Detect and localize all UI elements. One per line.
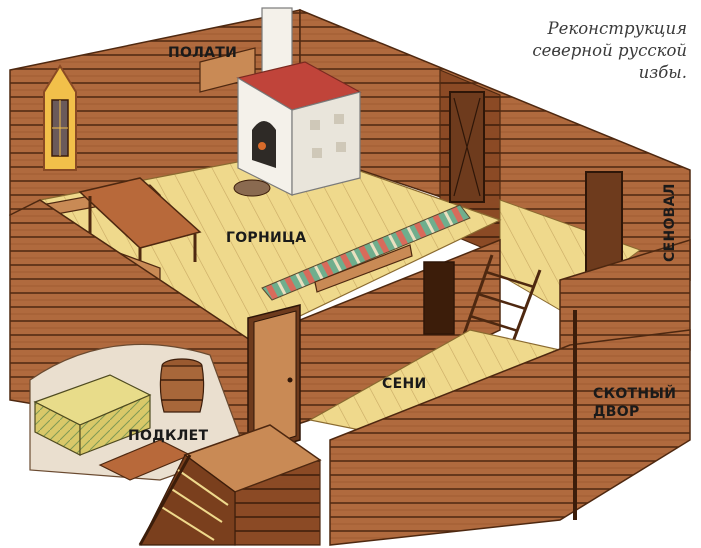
- label-skotny-dvor: СКОТНЫЙ ДВОР: [593, 385, 676, 421]
- striped-rug: [261, 204, 471, 301]
- bench: [314, 244, 413, 293]
- skotny-dvor-wall: [329, 329, 691, 546]
- inner-door: [423, 261, 455, 335]
- caption-line-3: избы.: [638, 63, 687, 82]
- label-skotny-line-1: СКОТНЫЙ: [593, 386, 677, 402]
- label-skotny-line-2: ДВОР: [593, 404, 640, 420]
- carved-window: [43, 64, 77, 171]
- label-gornitsa: ГОРНИЦА: [226, 230, 307, 246]
- barrel: [159, 358, 205, 413]
- caption-line-1: Реконструкция: [547, 19, 687, 38]
- russian-stove: [236, 7, 362, 196]
- firewood-basket: [233, 179, 271, 197]
- label-podklet: ПОДКЛЕТ: [128, 428, 209, 444]
- storage-chest: [33, 374, 152, 456]
- seni-door: [247, 304, 301, 456]
- label-polati: ПОЛАТИ: [168, 45, 238, 61]
- porch-stairs: [138, 424, 322, 546]
- caption-line-2: северной русской: [532, 41, 687, 60]
- label-seni: СЕНИ: [382, 376, 427, 392]
- senoval-door: [585, 171, 623, 273]
- partition-door: [449, 91, 485, 203]
- caption: Реконструкция северной русской избы.: [447, 18, 687, 84]
- label-senoval: СЕНОВАЛ: [662, 183, 678, 262]
